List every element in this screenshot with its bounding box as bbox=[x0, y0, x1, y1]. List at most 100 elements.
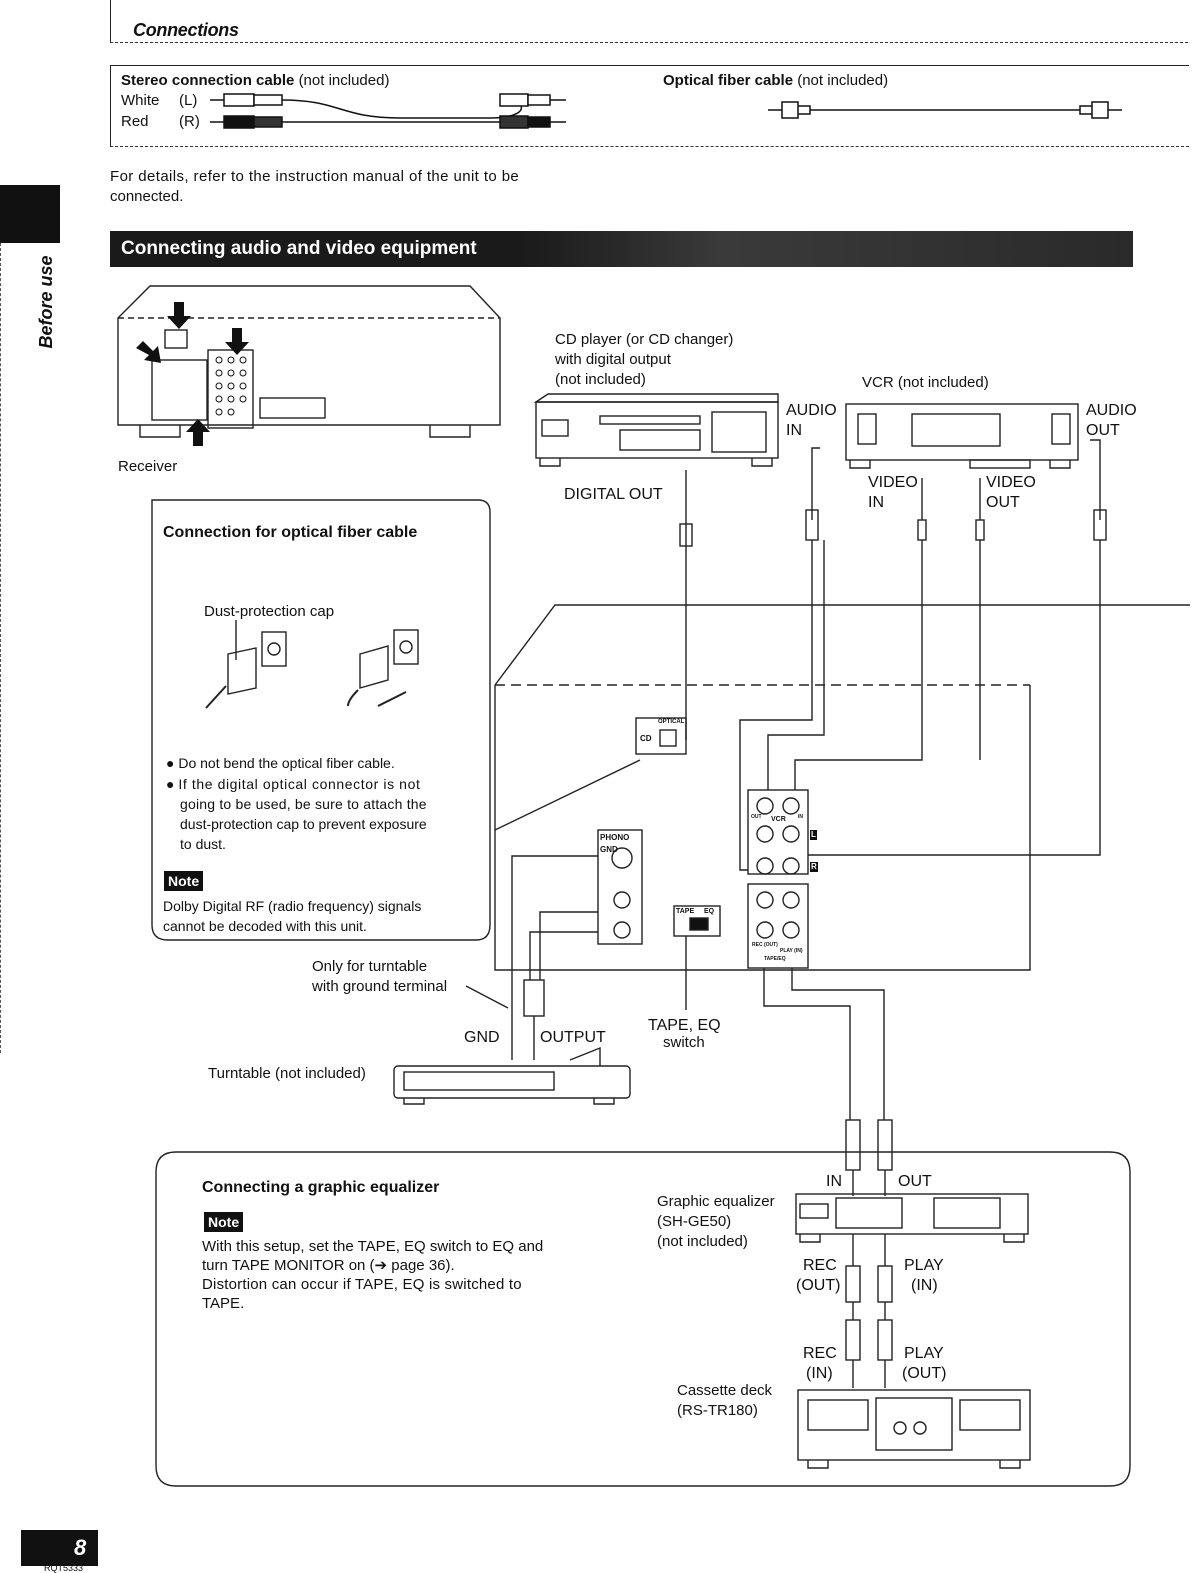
red-channel: (R) bbox=[179, 113, 200, 130]
doc-code: RQT5333 bbox=[44, 1563, 84, 1573]
optical-cable-heading: Optical fiber cable (not included) bbox=[663, 71, 888, 91]
cd-label-3: (not included) bbox=[555, 371, 646, 388]
optical-box-title: Connection for optical fiber cable bbox=[163, 524, 418, 541]
panel-out: OUT bbox=[751, 814, 762, 820]
note-badge-1: Note bbox=[164, 871, 204, 891]
side-tab-rule bbox=[0, 243, 2, 1053]
bullet-2: ● If the digital optical connector is no… bbox=[166, 776, 421, 792]
panel-optical: OPTICAL bbox=[658, 719, 685, 725]
turntable-illustration bbox=[393, 1046, 631, 1105]
graphic-equalizer-illustration bbox=[795, 1193, 1029, 1243]
tape-eq-label-1: TAPE, EQ bbox=[648, 1017, 721, 1034]
eq-in-label: IN bbox=[826, 1173, 842, 1190]
eq-note-2: turn TAPE MONITOR on (➔ page 36). bbox=[202, 1257, 455, 1274]
video-in-1: VIDEO bbox=[868, 474, 918, 491]
panel-tape: TAPE bbox=[676, 908, 695, 915]
banner-title: Connecting audio and video equipment bbox=[121, 238, 477, 259]
panel-tape-eq: TAPE/EQ bbox=[764, 956, 786, 962]
page-number-block bbox=[21, 1530, 98, 1566]
header-rule bbox=[110, 42, 1188, 43]
optical-cable-note: (not included) bbox=[797, 72, 889, 89]
video-in-2: IN bbox=[868, 494, 884, 511]
deck-rec-in: (IN) bbox=[806, 1365, 833, 1382]
section-title: Connections bbox=[133, 20, 239, 40]
optical-note-1: Dolby Digital RF (radio frequency) signa… bbox=[163, 898, 422, 914]
vcr-label: VCR (not included) bbox=[862, 374, 989, 391]
audio-out-2: OUT bbox=[1086, 422, 1120, 439]
cd-label-2: with digital output bbox=[555, 351, 671, 368]
white-label: White bbox=[121, 92, 160, 109]
note-badge-2: Note bbox=[204, 1212, 244, 1232]
panel-cd: CD bbox=[640, 734, 652, 743]
stereo-cable-title: Stereo connection cable bbox=[121, 72, 295, 89]
stereo-cable-heading: Stereo connection cable (not included) bbox=[121, 71, 389, 91]
eq-box-title: Connecting a graphic equalizer bbox=[202, 1179, 440, 1196]
details-line-1: For details, refer to the instruction ma… bbox=[110, 168, 520, 185]
cable-illustrations bbox=[210, 93, 1122, 129]
cd-label-1: CD player (or CD changer) bbox=[555, 331, 734, 348]
receiver-label: Receiver bbox=[118, 458, 178, 475]
bullet-1-text: Do not bend the optical fiber cable. bbox=[178, 755, 395, 771]
optical-note-2: cannot be decoded with this unit. bbox=[163, 918, 367, 934]
panel-gnd: GND bbox=[600, 845, 618, 854]
panel-r: R bbox=[810, 862, 818, 872]
panel-phono: PHONO bbox=[600, 833, 630, 842]
dust-cap-illustration bbox=[205, 620, 419, 709]
panel-in: IN bbox=[798, 814, 803, 820]
optical-cable-title: Optical fiber cable bbox=[663, 72, 794, 89]
panel-play-in: PLAY (IN) bbox=[780, 948, 803, 954]
digital-out-label: DIGITAL OUT bbox=[564, 486, 663, 503]
optical-box-outline bbox=[151, 499, 491, 941]
receiver-panel-enlarged bbox=[494, 604, 1190, 971]
stereo-cable-icon bbox=[210, 93, 566, 129]
bullet-2-text: If the digital optical connector is not bbox=[178, 776, 421, 792]
vcr-illustration bbox=[845, 403, 1079, 469]
cd-player-illustration bbox=[533, 393, 779, 467]
deck-play-2: PLAY bbox=[904, 1345, 944, 1362]
audio-out-1: AUDIO bbox=[1086, 402, 1137, 419]
video-out-1: VIDEO bbox=[986, 474, 1036, 491]
deck-label-1: Cassette deck bbox=[677, 1382, 773, 1399]
header-left-rule bbox=[110, 0, 111, 42]
eq-out-label: OUT bbox=[898, 1173, 932, 1190]
audio-in-2: IN bbox=[786, 422, 802, 439]
side-tab-block bbox=[0, 185, 60, 243]
bullet-2-line-2: going to be used, be sure to attach the bbox=[180, 796, 427, 812]
deck-play-out: (OUT) bbox=[902, 1365, 947, 1382]
panel-rec-out: REC (OUT) bbox=[752, 942, 778, 948]
details-line-2: connected. bbox=[110, 188, 184, 205]
eq-device-3: (not included) bbox=[657, 1233, 748, 1250]
turntable-note-1: Only for turntable bbox=[312, 958, 428, 975]
eq-play-in: (IN) bbox=[911, 1277, 938, 1294]
eq-device-1: Graphic equalizer bbox=[657, 1193, 775, 1210]
eq-note-3: Distortion can occur if TAPE, EQ is swit… bbox=[202, 1276, 522, 1293]
eq-deck-cables bbox=[845, 1234, 893, 1388]
eq-device-2: (SH-GE50) bbox=[657, 1213, 732, 1230]
eq-play-1: PLAY bbox=[904, 1257, 944, 1274]
section-banner bbox=[110, 231, 1133, 267]
gnd-label: GND bbox=[464, 1029, 500, 1046]
video-out-2: OUT bbox=[986, 494, 1020, 511]
output-label: OUTPUT bbox=[540, 1029, 606, 1046]
cable-lines bbox=[465, 439, 1107, 1196]
white-channel: (L) bbox=[179, 92, 198, 109]
optical-cable-icon bbox=[768, 101, 1122, 119]
cable-box bbox=[110, 65, 1189, 147]
eq-note-1: With this setup, set the TAPE, EQ switch… bbox=[202, 1238, 544, 1255]
stereo-cable-note: (not included) bbox=[298, 72, 390, 89]
turntable-label: Turntable (not included) bbox=[208, 1065, 366, 1082]
turntable-note-2: with ground terminal bbox=[312, 978, 448, 995]
panel-vcr: VCR bbox=[771, 816, 786, 823]
eq-rec-out: (OUT) bbox=[796, 1277, 841, 1294]
bullet-2-line-3: dust-protection cap to prevent exposure bbox=[180, 816, 427, 832]
receiver-illustration bbox=[117, 285, 501, 446]
cassette-deck-illustration bbox=[797, 1389, 1031, 1469]
tape-eq-label-2: switch bbox=[663, 1034, 705, 1051]
bullet-2-line-4: to dust. bbox=[180, 836, 226, 852]
audio-in-1: AUDIO bbox=[786, 402, 837, 419]
eq-box-outline bbox=[155, 1151, 1131, 1487]
dust-cap-label: Dust-protection cap bbox=[204, 603, 335, 620]
panel-l: L bbox=[810, 830, 817, 840]
red-label: Red bbox=[121, 113, 149, 130]
